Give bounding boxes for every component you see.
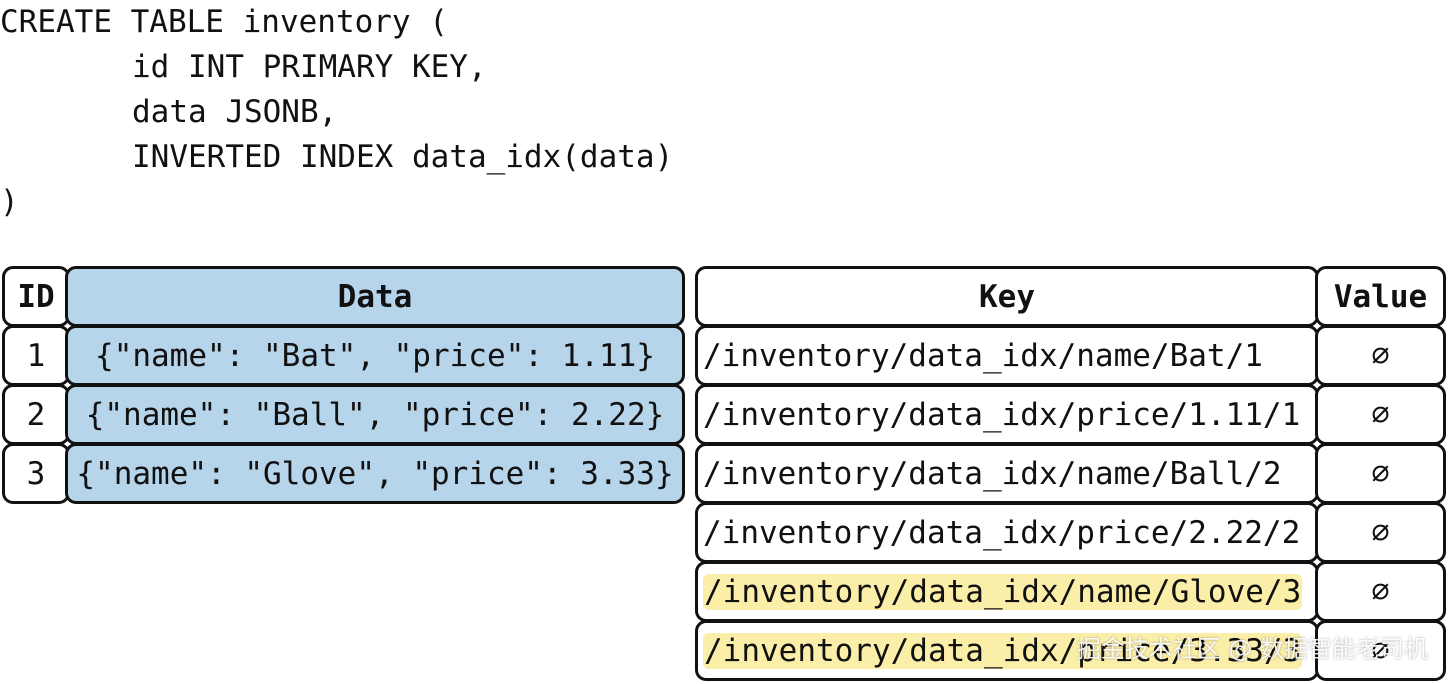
index-key-cell-highlighted: /inventory/data_idx/name/Glove/3 — [695, 561, 1319, 622]
empty-set-icon: ∅ — [1315, 561, 1446, 622]
sql-code-block: CREATE TABLE inventory ( id INT PRIMARY … — [0, 0, 673, 225]
value-column-header: Value — [1315, 266, 1446, 327]
empty-set-icon: ∅ — [1315, 502, 1446, 563]
sql-line: id INT PRIMARY KEY, — [132, 49, 487, 85]
watermark: 掘金技术社区 @ 数据智能老司机 — [1076, 635, 1428, 663]
index-key-cell-highlighted: /inventory/data_idx/price/3.33/3 — [695, 620, 1319, 681]
empty-set-icon: ∅ — [1315, 384, 1446, 445]
index-key-text: /inventory/data_idx/name/Ball/2 — [703, 455, 1282, 492]
index-key-cell: /inventory/data_idx/name/Ball/2 — [695, 443, 1319, 504]
data-cell: {"name": "Bat", "price": 1.11} — [65, 325, 685, 386]
index-key-text: /inventory/data_idx/price/2.22/2 — [703, 514, 1301, 551]
index-key-text: /inventory/data_idx/name/Glove/3 — [703, 573, 1303, 610]
data-column-header: Data — [65, 266, 685, 327]
index-key-cell: /inventory/data_idx/price/2.22/2 — [695, 502, 1319, 563]
id-column-header: ID — [2, 266, 70, 327]
empty-set-icon: ∅ — [1315, 325, 1446, 386]
index-key-cell: /inventory/data_idx/name/Bat/1 — [695, 325, 1319, 386]
sql-line: INVERTED INDEX data_idx(data) — [132, 139, 674, 175]
sql-line: data JSONB, — [132, 94, 338, 130]
empty-set-icon: ∅ — [1315, 620, 1446, 681]
index-key-cell: /inventory/data_idx/price/1.11/1 — [695, 384, 1319, 445]
id-cell: 3 — [2, 443, 70, 504]
sql-line: CREATE TABLE inventory ( — [0, 4, 448, 40]
data-cell: {"name": "Glove", "price": 3.33} — [65, 443, 685, 504]
empty-set-icon: ∅ — [1315, 443, 1446, 504]
index-key-text: /inventory/data_idx/price/1.11/1 — [703, 396, 1301, 433]
sql-line: ) — [0, 184, 19, 220]
index-key-text: /inventory/data_idx/name/Bat/1 — [703, 337, 1263, 374]
id-cell: 2 — [2, 384, 70, 445]
index-key-text: /inventory/data_idx/price/3.33/3 — [703, 632, 1303, 669]
key-column-header: Key — [695, 266, 1319, 327]
data-cell: {"name": "Ball", "price": 2.22} — [65, 384, 685, 445]
id-cell: 1 — [2, 325, 70, 386]
